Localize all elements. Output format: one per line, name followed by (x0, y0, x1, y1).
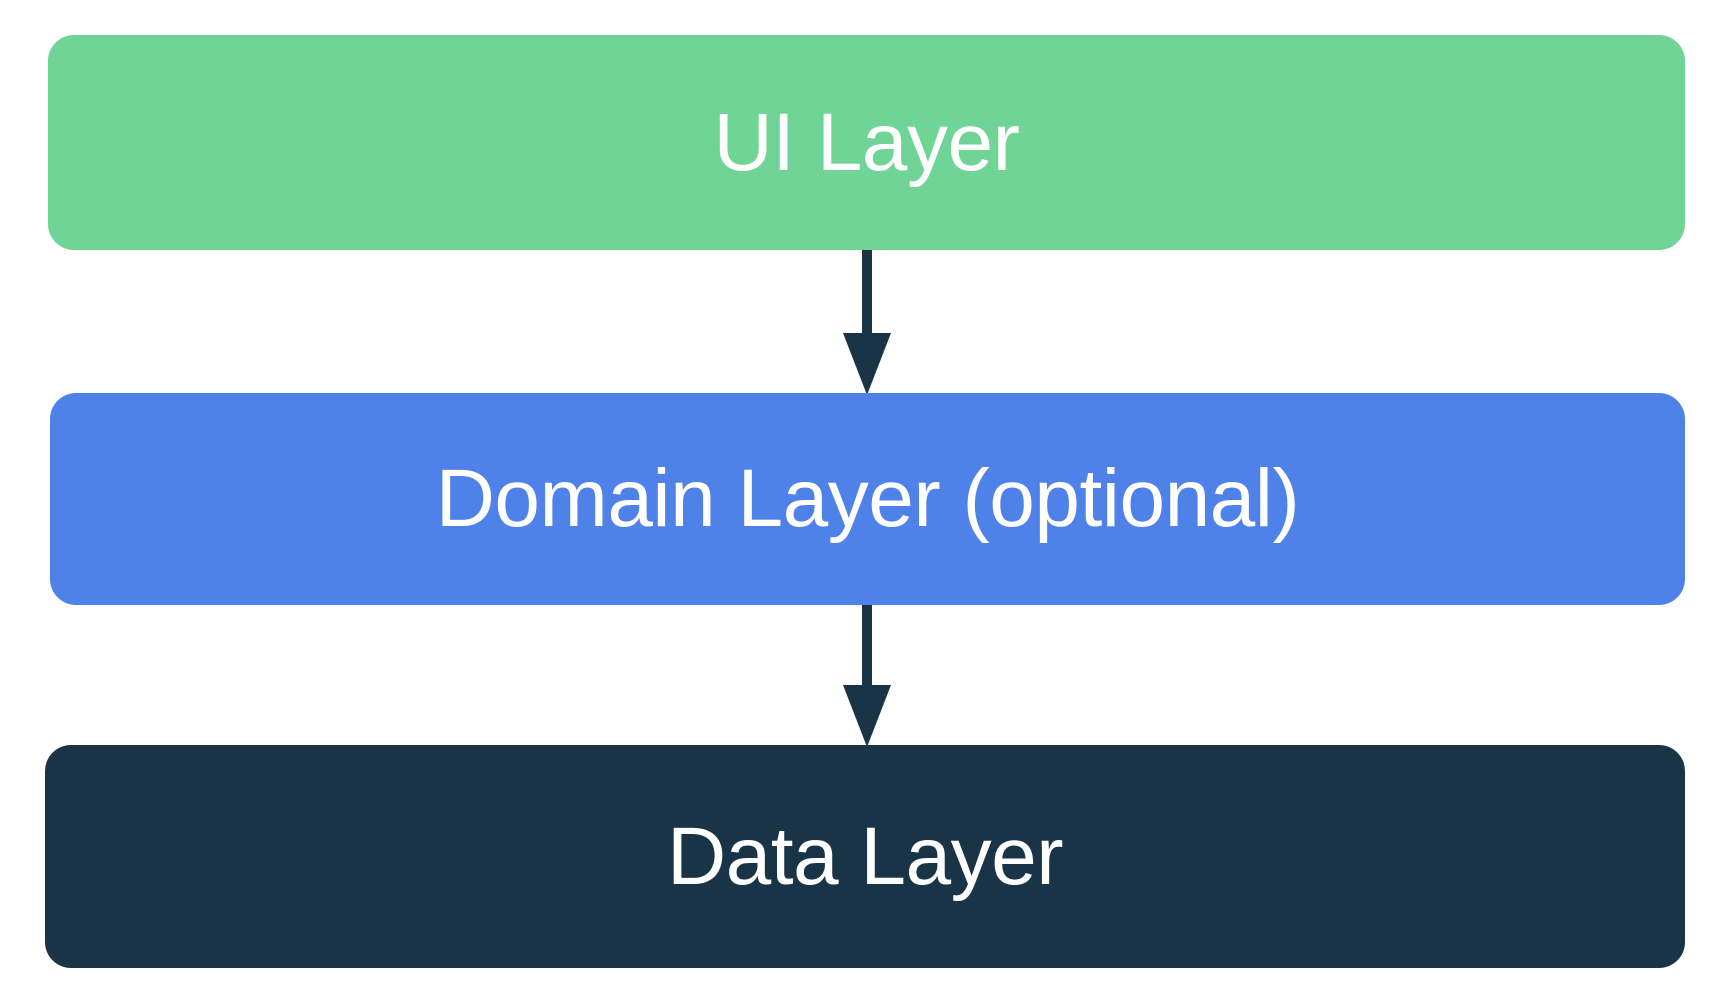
layer-label-domain-layer: Domain Layer (optional) (435, 453, 1300, 544)
down-arrow-icon-ui-to-domain (843, 250, 891, 395)
down-arrow-icon-domain-to-data (843, 605, 891, 747)
layer-label-ui-layer: UI Layer (713, 96, 1020, 188)
layer-box-ui-layer[interactable]: UI Layer (48, 35, 1685, 250)
layer-label-data-layer: Data Layer (666, 810, 1064, 902)
layer-box-domain-layer[interactable]: Domain Layer (optional) (50, 393, 1685, 605)
layer-box-data-layer[interactable]: Data Layer (45, 745, 1685, 968)
